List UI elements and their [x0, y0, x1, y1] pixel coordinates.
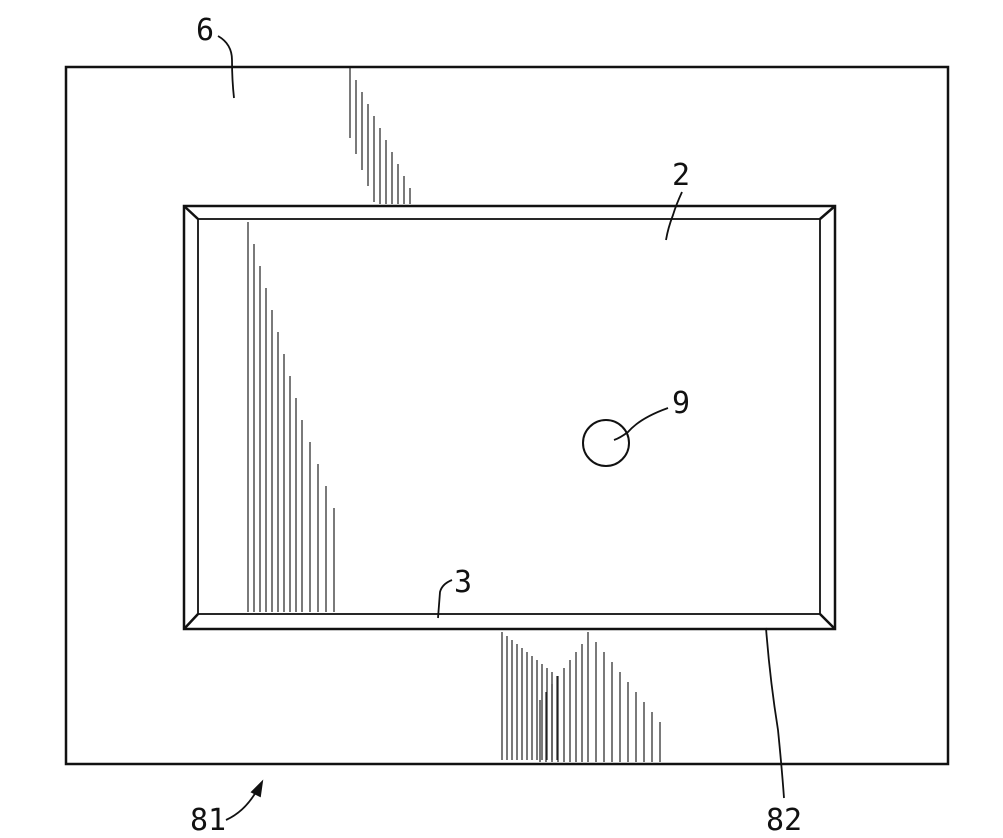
- hatching-upper: [349, 68, 411, 204]
- inner-panel-frame: [182, 204, 837, 631]
- hole-circle: [582, 419, 630, 467]
- hatching-bottom: [501, 632, 661, 762]
- label-bottom-edge: 3: [454, 565, 472, 600]
- label-outer-edge: 81: [190, 803, 226, 838]
- label-inner-edge: 82: [766, 803, 802, 838]
- label-outer-plate: 6: [196, 13, 214, 48]
- hatching-left: [247, 222, 335, 612]
- outer-plate: [64, 65, 950, 766]
- label-inner-panel: 2: [672, 158, 690, 193]
- label-hole: 9: [672, 386, 690, 421]
- leader-lines: [217, 35, 785, 821]
